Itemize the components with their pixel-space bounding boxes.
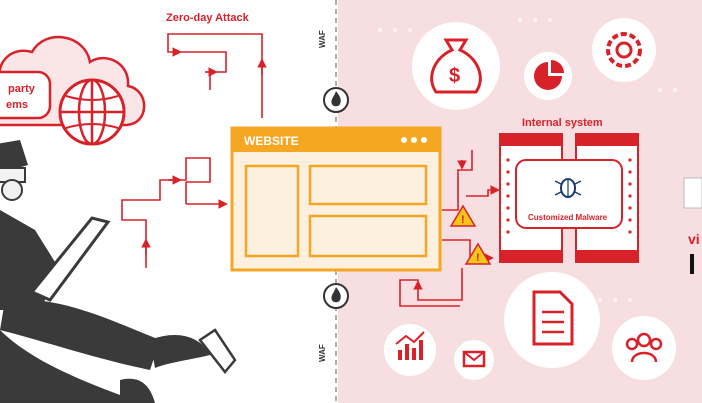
warning-icon: !	[464, 242, 492, 265]
brand-logo-fragment	[690, 254, 694, 274]
customized-malware-box: Customized Malware	[515, 159, 623, 229]
users-icon	[612, 316, 676, 380]
svg-text:$: $	[449, 65, 460, 87]
third-party-systems-box	[0, 70, 52, 120]
pie-chart-icon	[524, 52, 572, 100]
website-window: WEBSITE	[230, 126, 442, 272]
money-bag-icon: $	[412, 22, 500, 110]
attack-path-left	[121, 157, 228, 268]
website-title: WEBSITE	[244, 134, 299, 148]
window-dot	[411, 137, 417, 143]
warning-icon: !	[449, 204, 477, 227]
document-thumbnail	[683, 177, 702, 209]
background-dots	[378, 18, 677, 302]
mail-icon	[454, 340, 494, 380]
internal-system-label: Internal system	[522, 117, 603, 129]
zero-day-attack-path	[167, 33, 267, 118]
third-party-label-line2: ems	[6, 99, 28, 111]
website-sidebar-block	[244, 164, 300, 258]
waf-label-top: WAF	[318, 30, 327, 48]
svg-text:!: !	[461, 214, 465, 226]
window-dot	[421, 137, 427, 143]
gear-icon	[592, 18, 656, 82]
waf-label-bottom: WAF	[318, 344, 327, 362]
customized-malware-label: Customized Malware	[528, 213, 608, 222]
fire-icon	[323, 283, 349, 309]
brand-fragment: vi	[688, 231, 700, 247]
website-content-block	[308, 214, 428, 258]
fire-icon	[323, 87, 349, 113]
svg-text:!: !	[476, 252, 480, 264]
third-party-label-line1: party	[8, 83, 36, 95]
bug-icon	[554, 178, 582, 198]
analytics-icon	[384, 324, 436, 376]
zero-day-attack-label: Zero-day Attack	[166, 12, 250, 24]
document-icon	[504, 272, 600, 368]
window-dot	[401, 137, 407, 143]
website-content-block	[308, 164, 428, 206]
hacker-figure	[0, 140, 237, 403]
